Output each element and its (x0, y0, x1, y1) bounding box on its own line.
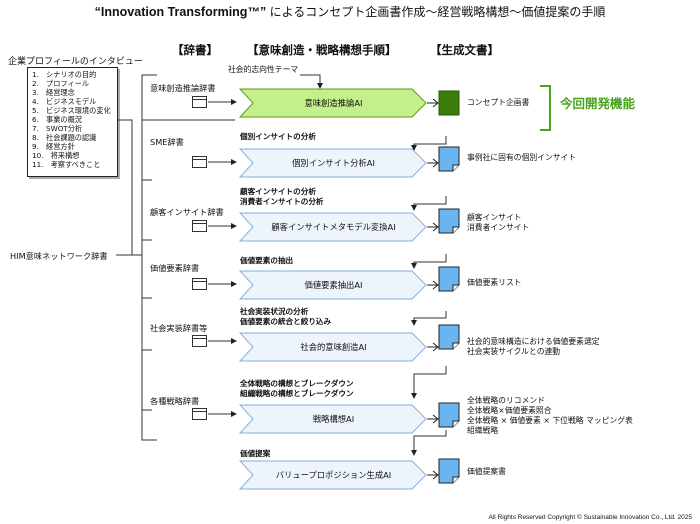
output-document-label: 全体戦略のリコメンド (467, 396, 545, 405)
dictionary-icon (192, 156, 207, 168)
document-icon (438, 90, 460, 116)
ai-step-label: 価値要素抽出AI (304, 280, 363, 290)
dictionary-label: 意味創造推論辞書 (150, 83, 216, 93)
dictionary-icon (192, 220, 207, 232)
output-document-label: 全体戦略 × 価値要素 × 下位戦略 マッピング表 (467, 416, 633, 425)
process-label: 組織戦略の構想とブレークダウン (240, 389, 354, 398)
title-main: “Innovation Transforming™” (94, 5, 270, 19)
ai-step-label: 顧客インサイトメタモデル変換AI (271, 222, 396, 232)
output-document-label: コンセプト企画書 (467, 98, 530, 107)
profile-item: 8. 社会課題の認識 (32, 133, 97, 142)
output-arrow (427, 280, 439, 290)
profile-connector (116, 119, 133, 256)
ai-box-pentagon (239, 404, 427, 434)
output-arrow (427, 414, 439, 424)
header-output: 【生成文書】 (430, 43, 499, 57)
ai-step-label: 個別インサイト分析AI (292, 158, 375, 168)
document-icon (438, 324, 460, 350)
profile-item: 2. プロフィール (32, 79, 90, 88)
process-label: 価値要素の統合と絞り込み (240, 317, 332, 326)
new-function-label: 今回開発機能 (560, 96, 636, 111)
profile-item: 9. 経営方針 (32, 142, 75, 151)
ai-box-shape (239, 404, 427, 434)
profile-item: 10. 将来構想 (32, 151, 80, 160)
ai-step-label: 戦略構想AI (312, 414, 355, 424)
output-document-label: 価値要素リスト (467, 278, 522, 287)
copyright-footer: All Rights Reserved Copyright © Sustaina… (488, 514, 692, 521)
output-document-label: 全体戦略×価値要素照合 (467, 406, 552, 415)
document-icon (438, 266, 460, 292)
ai-box-shape (239, 148, 427, 178)
new-function-bracket (540, 85, 551, 131)
profile-item: 7. SWOT分析 (32, 124, 83, 133)
dictionary-icon (192, 278, 207, 290)
output-document-label: 社会的意味構造における価値要素選定 (467, 337, 600, 346)
ai-box-pentagon (239, 88, 427, 118)
ai-box-shape (239, 332, 427, 362)
output-arrow (427, 222, 439, 232)
output-document-label: 価値提案書 (467, 467, 506, 476)
process-label: 顧客インサイトの分析 (240, 187, 316, 196)
dictionary-label: SME辞書 (150, 137, 184, 147)
ai-box-pentagon (239, 332, 427, 362)
header-steps: 【意味創造・戦略構想手順】 (247, 43, 397, 57)
output-document-label: 社会実装サイクルとの連動 (467, 347, 561, 356)
social-theme-label: 社会的志向性テーマ (228, 65, 299, 74)
ai-box-pentagon (239, 460, 427, 490)
process-label: 社会実装状況の分析 (240, 307, 309, 316)
document-icon (438, 146, 460, 172)
ai-box-pentagon (239, 212, 427, 242)
output-arrow (427, 470, 439, 480)
output-arrow (427, 98, 439, 108)
process-label: 個別インサイトの分析 (240, 132, 316, 141)
profile-item: 4. ビジネスモデル (32, 97, 97, 106)
ai-box-shape (239, 460, 427, 490)
him-dictionary-label: HIM意味ネットワーク辞書 (10, 251, 108, 261)
profile-item: 3. 経営理念 (32, 88, 75, 97)
process-label: 消費者インサイトの分析 (240, 197, 324, 206)
dictionary-label: 各種戦略辞書 (150, 396, 200, 406)
output-document-label: 組織戦略 (467, 426, 499, 435)
dictionary-label: 顧客インサイト辞書 (150, 207, 224, 217)
document-icon (438, 458, 460, 484)
title-sub: によるコンセプト企画書作成～経営戦略構想～価値提案の手順 (269, 5, 606, 19)
output-arrow (427, 342, 439, 352)
profile-title: 企業プロフィールのインタビュー (8, 57, 143, 67)
dictionary-icon (192, 335, 207, 347)
header-dict: 【辞書】 (172, 43, 218, 57)
process-label: 価値要素の抽出 (240, 256, 294, 265)
ai-step-label: バリュープロポジション生成AI (275, 470, 392, 480)
output-document-label: 消費者インサイト (467, 223, 530, 232)
ai-box-shape (239, 270, 427, 300)
dictionary-label: 社会実装辞書等 (150, 323, 208, 333)
document-icon (438, 402, 460, 428)
profile-item: 11. 考察すべきこと (32, 160, 101, 169)
ai-box-pentagon (239, 148, 427, 178)
process-label: 全体戦略の構想とブレークダウン (240, 379, 354, 388)
document-icon (438, 208, 460, 234)
ai-step-label: 社会的意味創造AI (300, 342, 367, 352)
profile-item: 5. ビジネス環境の変化 (32, 106, 111, 115)
profile-item: 1. シナリオの目的 (32, 70, 97, 79)
dictionary-label: 価値要素辞書 (150, 263, 200, 273)
ai-box-pentagon (239, 270, 427, 300)
output-document-label: 事例社に固有の個別インサイト (467, 153, 577, 162)
dictionary-icon (192, 96, 207, 108)
ai-box-shape (239, 88, 427, 118)
profile-item: 6. 事業の概況 (32, 115, 82, 124)
page-title: “Innovation Transforming™” によるコンセプト企画書作成… (0, 3, 700, 20)
ai-step-label: 意味創造推論AI (304, 98, 363, 108)
dictionary-bracket (141, 74, 157, 441)
output-arrow (427, 158, 439, 168)
ai-box-shape (239, 212, 427, 242)
process-label: 価値提案 (240, 449, 271, 458)
dictionary-icon (192, 408, 207, 420)
output-document-label: 顧客インサイト (467, 213, 522, 222)
